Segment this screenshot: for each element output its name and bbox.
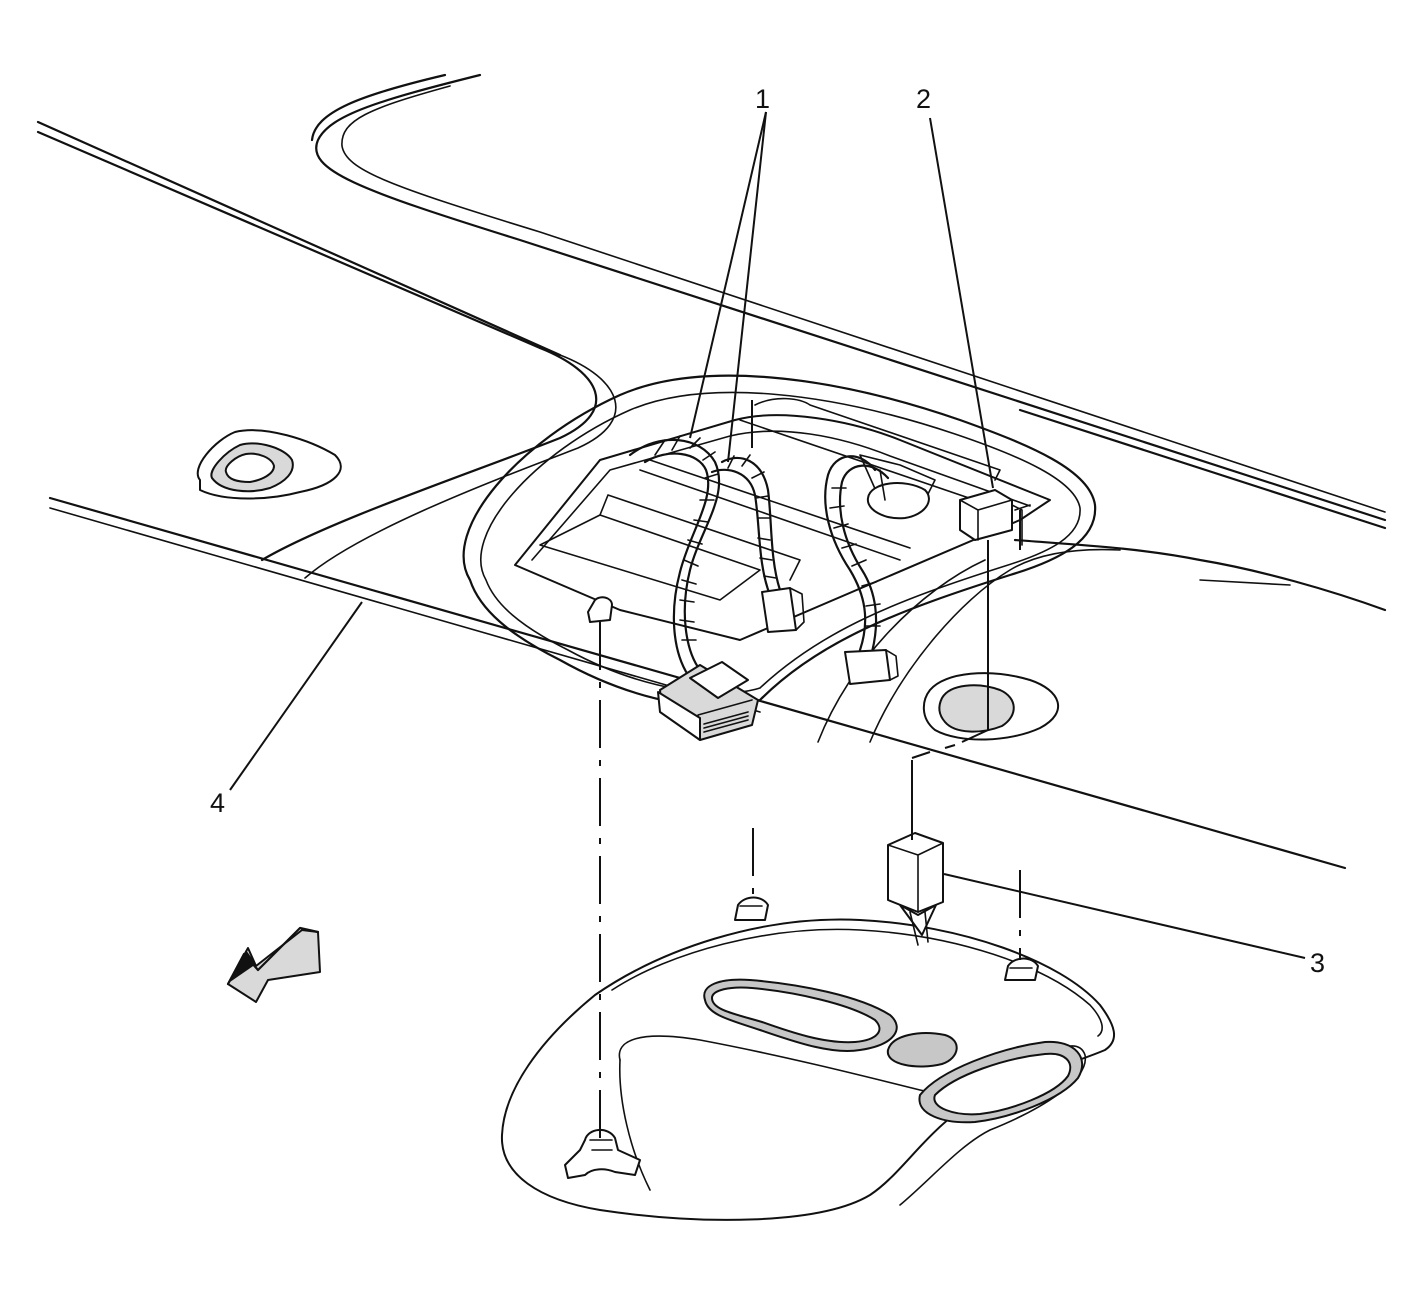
front-direction-arrow-icon xyxy=(226,926,321,1003)
callout-3: 3 xyxy=(1310,948,1325,978)
headliner xyxy=(36,73,1387,870)
callout-1: 1 xyxy=(755,84,770,114)
overhead-console xyxy=(500,596,1115,1221)
callout-4: 4 xyxy=(210,788,225,818)
callout-2: 2 xyxy=(916,84,931,114)
alignment-lines xyxy=(599,622,1021,1140)
wiring-harness xyxy=(628,435,899,741)
dome-connector xyxy=(911,489,1031,759)
leader-lines xyxy=(229,111,1306,959)
console-cavity xyxy=(462,374,1097,708)
callout-labels: 1 2 3 4 xyxy=(210,84,1325,978)
